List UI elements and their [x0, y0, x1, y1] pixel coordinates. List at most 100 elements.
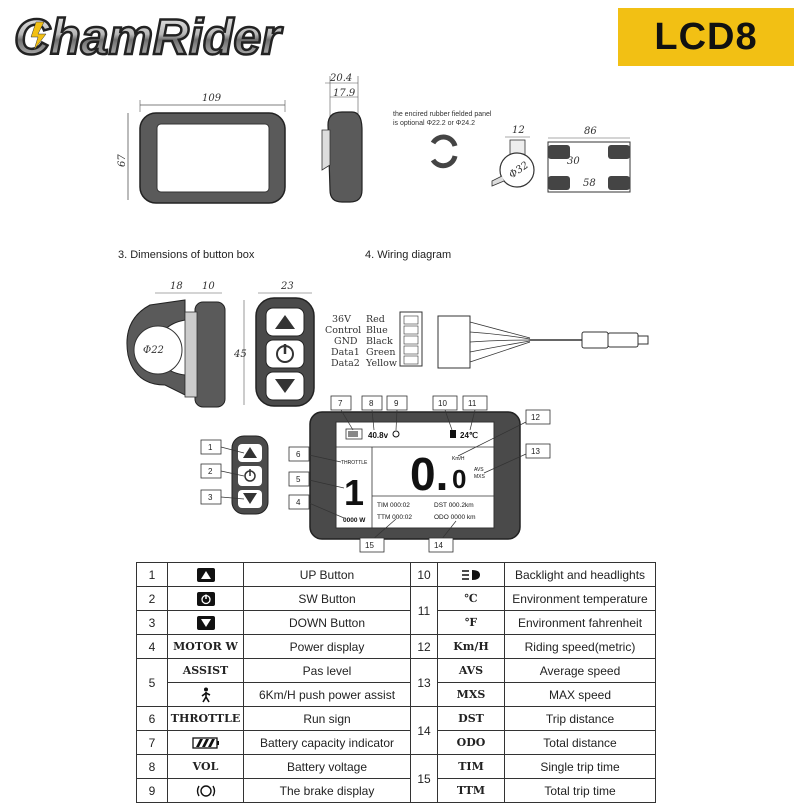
- dim-front-width: 109: [202, 93, 222, 104]
- button-box-side-view: 18 10 Φ22: [126, 281, 226, 408]
- wire-color-4: Yellow: [365, 358, 397, 369]
- wire-name-0: 36V: [332, 314, 351, 325]
- display-front-view: 109 67: [117, 93, 286, 204]
- dim-side-inner: 17.9: [333, 88, 356, 99]
- lightning-icon: [30, 21, 47, 51]
- display-speed-unit: Km/H: [452, 456, 465, 462]
- callout-5: 5: [296, 475, 301, 484]
- legend-desc: Trip distance: [504, 706, 656, 731]
- legend-desc: 6Km/H push power assist: [243, 682, 411, 707]
- legend-desc: Riding speed(metric): [504, 634, 656, 659]
- legend-num: 3: [136, 610, 168, 635]
- legend-num: 10: [410, 562, 438, 587]
- callout-13: 13: [531, 447, 540, 456]
- legend-sym: TTM: [437, 778, 505, 803]
- walking-person-icon: [201, 687, 210, 702]
- display-mxs: MXS: [474, 474, 486, 480]
- display-throttle: THROTTLE: [341, 460, 368, 466]
- section4-title: 4. Wiring diagram: [365, 249, 451, 261]
- chamrider-logo: ChamRider: [13, 8, 285, 67]
- legend-sym: ASSIST: [167, 658, 244, 683]
- legend-sym: [167, 610, 244, 635]
- legend-desc: Environment fahrenheit: [504, 610, 656, 635]
- legend-sym: MOTOR W: [167, 634, 244, 659]
- display-speed-decimal: 0: [452, 464, 466, 494]
- bracket-drawing: 86 30 58: [547, 126, 631, 193]
- callout-15: 15: [365, 541, 374, 550]
- legend-row: 3 DOWN Button ℉ Environment fahrenheit: [136, 610, 656, 635]
- legend-sym: [167, 586, 244, 611]
- callout-4: 4: [296, 498, 301, 507]
- callouts: 1 2 3 4 5 6 7 8 9 10 11 12 13: [200, 395, 551, 553]
- legend-num: 1: [136, 562, 168, 587]
- legend-sym: [437, 562, 505, 587]
- model-badge: LCD8: [618, 8, 794, 66]
- legend-sym: [167, 730, 244, 755]
- down-triangle-icon: [196, 615, 215, 630]
- legend-desc: Pas level: [243, 658, 411, 683]
- legend-table: 1 UP Button 10 Backlight and headlights …: [136, 562, 656, 803]
- wire-name-3: Data1: [331, 347, 360, 358]
- legend-desc: MAX speed: [504, 682, 656, 707]
- legend-row: 1 UP Button 10 Backlight and headlights: [136, 562, 656, 587]
- brand-name: ChamRider: [14, 9, 283, 65]
- wiring-diagram: 36V Control GND Data1 Data2 Red Blue Bla…: [325, 311, 649, 369]
- display-power: 0000 W: [343, 517, 366, 524]
- legend-num: 14: [410, 706, 438, 755]
- legend-desc: Run sign: [243, 706, 411, 731]
- legend-sym: AVS: [437, 658, 505, 683]
- legend-desc: SW Button: [243, 586, 411, 611]
- legend-row: 9 The brake display TTM Total trip time: [136, 778, 656, 803]
- legend-num: 13: [410, 658, 438, 707]
- brake-icon: [196, 784, 215, 797]
- legend-desc: Power display: [243, 634, 411, 659]
- dim-box-45: 45: [233, 349, 247, 360]
- callout-11: 11: [468, 399, 477, 408]
- dim-bracket-height: 30: [567, 156, 580, 167]
- button-box-front-view: 23 45: [233, 281, 315, 407]
- technical-drawings: 109 67 20.4 17.9 the encired rubber fiel…: [117, 73, 649, 553]
- wire-name-1: Control: [325, 325, 361, 336]
- legend-num: 9: [136, 778, 168, 803]
- power-icon: [196, 591, 215, 606]
- wire-color-0: Red: [366, 314, 385, 325]
- legend-desc: UP Button: [243, 562, 411, 587]
- callout-14: 14: [434, 541, 443, 550]
- dim-box-10: 10: [202, 281, 215, 292]
- wire-color-1: Blue: [366, 325, 388, 336]
- callout-1: 1: [208, 443, 213, 452]
- legend-desc: Single trip time: [504, 754, 656, 779]
- callout-9: 9: [394, 399, 399, 408]
- legend-desc: Total distance: [504, 730, 656, 755]
- legend-desc: DOWN Button: [243, 610, 411, 635]
- legend-row: 4 MOTOR W Power display 12 Km/H Riding s…: [136, 634, 656, 659]
- legend-sym: [167, 682, 244, 707]
- wire-color-3: Green: [366, 347, 396, 358]
- display-side-view: 20.4 17.9: [321, 73, 363, 203]
- display-avs: AVS: [474, 467, 484, 473]
- callout-6: 6: [296, 450, 301, 459]
- legend-sym: [167, 778, 244, 803]
- display-speed-main: 0.: [410, 448, 448, 500]
- legend-num: 8: [136, 754, 168, 779]
- legend-num: 6: [136, 706, 168, 731]
- legend-row: 8 VOL Battery voltage 15 TIM Single trip…: [136, 754, 656, 803]
- legend-sym: MXS: [437, 682, 505, 707]
- legend-num: 11: [410, 586, 438, 635]
- button-box-callout-view: [231, 435, 269, 515]
- rubber-ring-icon: [430, 134, 458, 169]
- display-voltage: 40.8v: [368, 431, 389, 440]
- legend-row: 6Km/H push power assist MXS MAX speed: [137, 682, 656, 707]
- legend-sym: TIM: [437, 754, 505, 779]
- legend-sym: Km/H: [437, 634, 505, 659]
- display-ttm: TTM 000:02: [377, 514, 412, 521]
- legend-sym: THROTTLE: [167, 706, 244, 731]
- battery-icon: [191, 737, 219, 749]
- callout-10: 10: [438, 399, 447, 408]
- wire-color-2: Black: [366, 336, 393, 347]
- display-assist-level: 1: [344, 472, 364, 513]
- dim-side-outer: 20.4: [329, 73, 352, 84]
- legend-sym: VOL: [167, 754, 244, 779]
- display-temperature: 24℃: [460, 431, 478, 440]
- lcd-display-view: 40.8v 24℃ THROTTLE 1 0. 0 Km/H AVS MXS 0…: [309, 411, 521, 540]
